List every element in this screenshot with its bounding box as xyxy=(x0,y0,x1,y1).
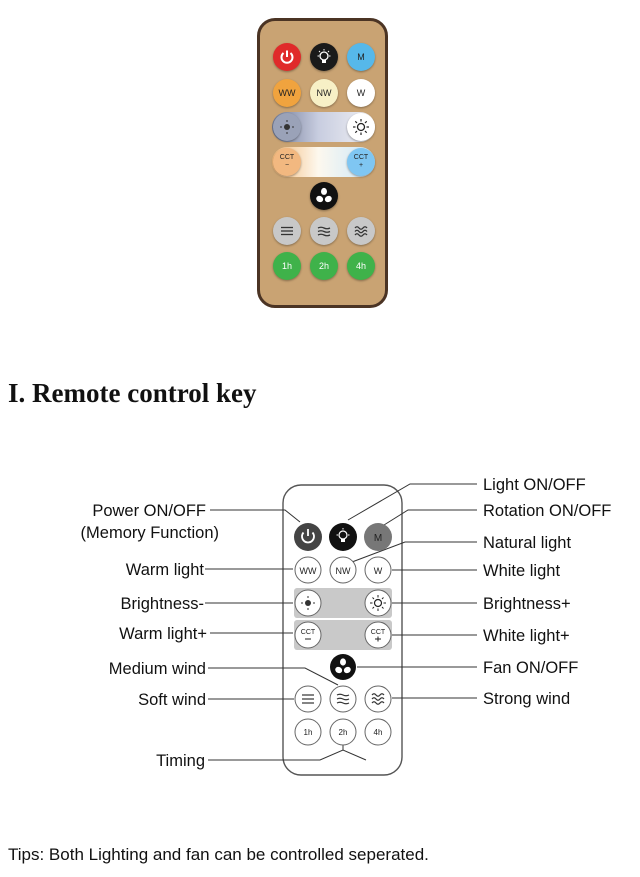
label-power: Power ON/OFF xyxy=(92,502,206,520)
photo-timer-2h-button: 2h xyxy=(310,252,338,280)
label-medium-wind: Medium wind xyxy=(109,660,206,678)
photo-fan-button xyxy=(310,182,338,210)
diagram-brightness-minus-key xyxy=(294,589,322,617)
section-heading: I. Remote control key xyxy=(8,378,257,408)
diagram-fan-key xyxy=(330,654,356,680)
sun-bright-icon xyxy=(353,119,369,135)
label-light: Light ON/OFF xyxy=(483,476,586,494)
photo-warm-button: WW xyxy=(273,79,301,107)
label-strong-wind: Strong wind xyxy=(483,690,570,708)
diagram-power-key xyxy=(294,523,322,551)
diagram-white-key: W xyxy=(364,556,392,584)
svg-text:M: M xyxy=(374,533,382,544)
photo-medium-wind-button xyxy=(310,217,338,245)
label-brightness-minus: Brightness- xyxy=(121,595,204,613)
fan-icon xyxy=(316,187,332,203)
sun-dim-icon xyxy=(280,120,294,134)
label-timing: Timing xyxy=(156,752,205,770)
photo-brightness-plus-button xyxy=(347,113,375,141)
photo-white-plus-button: CCT + xyxy=(347,148,375,176)
photo-white-button: W xyxy=(347,79,375,107)
photo-natural-button: NW xyxy=(310,79,338,107)
photo-soft-wind-button xyxy=(273,217,301,245)
strong-wind-icon xyxy=(371,693,385,705)
fan-icon xyxy=(335,658,351,674)
photo-strong-wind-button xyxy=(347,217,375,245)
svg-text:2h: 2h xyxy=(339,728,348,737)
diagram-timer-2h-key: 2h xyxy=(329,718,357,746)
sun-bright-icon xyxy=(370,595,386,611)
diagram-warm-key: WW xyxy=(294,556,322,584)
photo-mode-button: M xyxy=(347,43,375,71)
svg-text:CCT: CCT xyxy=(301,629,316,636)
svg-text:1h: 1h xyxy=(304,728,313,737)
diagram-brightness-plus-key xyxy=(364,589,392,617)
svg-text:NW: NW xyxy=(336,566,351,576)
label-warm-light: Warm light xyxy=(126,561,205,579)
svg-text:CCT: CCT xyxy=(371,629,386,636)
diagram-strong-wind-key xyxy=(364,685,392,713)
tips-text: Tips: Both Lighting and fan can be contr… xyxy=(8,845,429,864)
medium-wind-icon xyxy=(317,226,331,237)
label-fan: Fan ON/OFF xyxy=(483,659,578,677)
diagram-light-key xyxy=(329,523,357,551)
diagram-warm-plus-key: CCT xyxy=(294,621,322,649)
label-brightness-plus: Brightness+ xyxy=(483,595,571,613)
remote-key-diagram: M WW NW W CCT CCT xyxy=(81,476,611,776)
soft-wind-icon xyxy=(302,694,314,704)
power-icon xyxy=(280,50,294,64)
power-icon xyxy=(301,529,315,544)
photo-warm-plus-button: CCT − xyxy=(273,148,301,176)
label-natural-light: Natural light xyxy=(483,534,571,552)
diagram-timer-4h-key: 4h xyxy=(364,718,392,746)
photo-timer-1h-button: 1h xyxy=(273,252,301,280)
medium-wind-icon xyxy=(336,693,350,705)
svg-text:4h: 4h xyxy=(374,728,383,737)
bulb-icon xyxy=(336,528,350,542)
sun-dim-icon xyxy=(301,596,315,610)
label-memory-function: (Memory Function) xyxy=(81,524,219,542)
photo-light-button xyxy=(310,43,338,71)
bulb-icon xyxy=(317,49,331,63)
plus-icon xyxy=(375,636,381,642)
label-rotation: Rotation ON/OFF xyxy=(483,502,611,520)
label-warm-light-plus: Warm light+ xyxy=(119,625,207,643)
label-white-light-plus: White light+ xyxy=(483,627,570,645)
photo-power-button xyxy=(273,43,301,71)
label-soft-wind: Soft wind xyxy=(138,691,206,709)
diagram-natural-key: NW xyxy=(329,556,357,584)
leader-lines-left xyxy=(205,509,367,761)
svg-text:WW: WW xyxy=(300,566,317,576)
label-white-light: White light xyxy=(483,562,560,580)
strong-wind-icon xyxy=(354,226,368,237)
diagram-timer-1h-key: 1h xyxy=(294,718,322,746)
svg-text:W: W xyxy=(374,566,383,576)
diagram-mode-key: M xyxy=(364,523,392,551)
soft-wind-icon xyxy=(281,226,293,236)
photo-timer-4h-button: 4h xyxy=(347,252,375,280)
diagram-white-plus-key: CCT xyxy=(364,621,392,649)
leader-lines-right xyxy=(347,483,477,699)
photo-brightness-minus-button xyxy=(273,113,301,141)
remote-photo: M WW NW W CCT − CCT + 1h 2h 4h xyxy=(257,18,388,308)
diagram-medium-wind-key xyxy=(329,685,357,713)
diagram-soft-wind-key xyxy=(294,685,322,713)
